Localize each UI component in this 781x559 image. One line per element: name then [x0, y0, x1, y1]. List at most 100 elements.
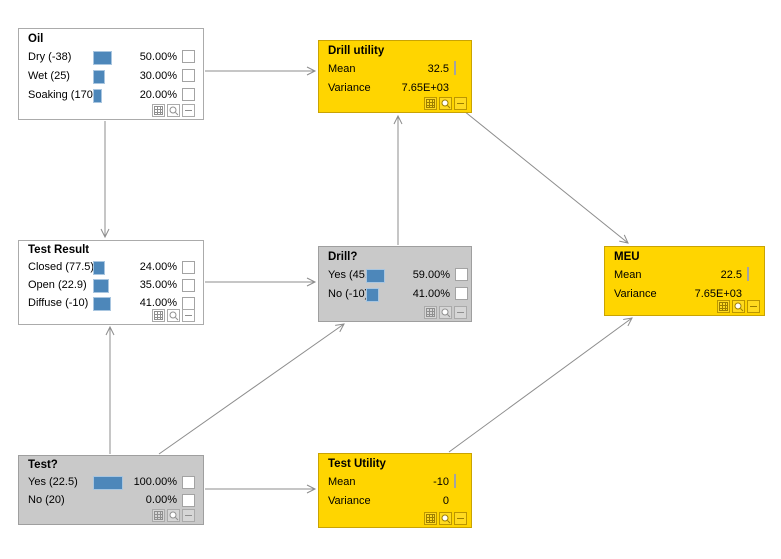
table-view-icon[interactable]	[152, 104, 165, 117]
edge-drill_utility-to-meu[interactable]	[463, 110, 629, 244]
probability-bar	[93, 475, 127, 490]
value-row: Mean 32.5	[319, 59, 471, 78]
evidence-checkbox[interactable]	[182, 475, 195, 489]
state-label: Dry (-38)	[28, 50, 72, 63]
evidence-checkbox[interactable]	[182, 493, 195, 507]
value-label: Mean	[328, 62, 356, 75]
node-icon-tray	[424, 97, 467, 110]
edge-test-to-drill[interactable]	[158, 323, 345, 455]
evidence-checkbox[interactable]	[182, 50, 195, 63]
node-test[interactable]: Test? Yes (22.5) 100.00% No (20) 0.00%	[18, 455, 204, 525]
table-view-icon[interactable]	[152, 309, 165, 322]
state-row: Yes (45.1) 59.00%	[319, 265, 471, 284]
table-view-icon[interactable]	[424, 306, 437, 319]
value-label: Variance	[328, 494, 371, 507]
node-title: Test Result	[28, 244, 90, 256]
evidence-checkbox[interactable]	[182, 296, 195, 310]
evidence-checkbox[interactable]	[455, 287, 468, 300]
zoom-icon[interactable]	[439, 97, 452, 110]
state-percent: 24.00%	[139, 261, 177, 273]
value-row: Mean 22.5	[605, 265, 764, 284]
zoom-icon[interactable]	[167, 509, 180, 522]
collapse-icon[interactable]	[454, 97, 467, 110]
node-test-result[interactable]: Test Result Closed (77.5) 24.00% Open (2…	[18, 240, 204, 325]
collapse-icon[interactable]	[454, 306, 467, 319]
state-label: No (-10)	[328, 287, 366, 300]
value-label: Mean	[328, 475, 356, 488]
state-label: Diffuse (-10)	[28, 297, 89, 309]
state-label: Open (22.9)	[28, 279, 87, 291]
node-title: Test Utility	[328, 458, 386, 470]
value-row: Mean -10	[319, 472, 471, 491]
probability-bar	[93, 296, 127, 311]
zoom-icon[interactable]	[167, 309, 180, 322]
state-percent: 50.00%	[139, 50, 177, 63]
probability-bar	[93, 50, 127, 65]
zoom-icon[interactable]	[439, 512, 452, 525]
node-test-utility[interactable]: Test Utility Mean -10 Variance 0	[318, 453, 472, 528]
value-number: 32.5	[427, 62, 449, 75]
probability-bar	[93, 69, 127, 84]
state-percent: 0.00%	[145, 494, 177, 506]
node-title: Oil	[28, 33, 44, 45]
table-view-icon[interactable]	[424, 97, 437, 110]
state-label: Closed (77.5)	[28, 261, 93, 273]
node-icon-tray	[717, 300, 760, 313]
state-row: Yes (22.5) 100.00%	[19, 473, 203, 491]
evidence-checkbox[interactable]	[182, 260, 195, 274]
collapse-icon[interactable]	[182, 309, 195, 322]
state-row: Soaking (170) 20.00%	[19, 85, 203, 104]
state-percent: 59.00%	[412, 268, 450, 281]
state-percent: 100.00%	[133, 476, 177, 488]
node-drill[interactable]: Drill? Yes (45.1) 59.00% No (-10) 41.00%	[318, 246, 472, 322]
table-view-icon[interactable]	[152, 509, 165, 522]
node-title: MEU	[614, 251, 640, 263]
state-percent: 30.00%	[139, 69, 177, 82]
evidence-checkbox[interactable]	[454, 61, 456, 75]
value-label: Variance	[614, 287, 657, 300]
collapse-icon[interactable]	[182, 509, 195, 522]
collapse-icon[interactable]	[182, 104, 195, 117]
value-label: Mean	[614, 268, 642, 281]
state-percent: 20.00%	[139, 88, 177, 101]
evidence-checkbox[interactable]	[182, 278, 195, 292]
node-icon-tray	[152, 509, 195, 522]
node-oil[interactable]: Oil Dry (-38) 50.00% Wet (25) 30.00% Soa…	[18, 28, 204, 120]
node-title: Drill utility	[328, 45, 385, 57]
probability-bar	[93, 88, 127, 103]
table-view-icon[interactable]	[424, 512, 437, 525]
state-row: Dry (-38) 50.00%	[19, 47, 203, 66]
node-title: Drill?	[328, 251, 358, 263]
state-label: Yes (22.5)	[28, 476, 78, 488]
evidence-checkbox[interactable]	[454, 474, 456, 488]
collapse-icon[interactable]	[747, 300, 760, 313]
evidence-checkbox[interactable]	[182, 69, 195, 82]
table-view-icon[interactable]	[717, 300, 730, 313]
evidence-checkbox[interactable]	[455, 268, 468, 281]
node-drill-utility[interactable]: Drill utility Mean 32.5 Variance 7.65E+0…	[318, 40, 472, 113]
collapse-icon[interactable]	[454, 512, 467, 525]
value-row: Variance 0	[319, 491, 471, 510]
value-number: 7.65E+03	[401, 81, 449, 94]
evidence-checkbox[interactable]	[747, 267, 749, 281]
node-meu[interactable]: MEU Mean 22.5 Variance 7.65E+03	[604, 246, 765, 316]
value-row: Variance 7.65E+03	[605, 284, 764, 303]
state-percent: 35.00%	[139, 279, 177, 291]
node-icon-tray	[152, 309, 195, 322]
state-row: Open (22.9) 35.00%	[19, 276, 203, 294]
probability-bar	[366, 287, 400, 302]
zoom-icon[interactable]	[167, 104, 180, 117]
zoom-icon[interactable]	[439, 306, 452, 319]
state-percent: 41.00%	[139, 297, 177, 309]
evidence-checkbox[interactable]	[182, 88, 195, 101]
value-number: -10	[433, 475, 449, 488]
state-percent: 41.00%	[412, 287, 450, 300]
edge-test_utility-to-meu[interactable]	[448, 317, 633, 453]
state-label: Soaking (170)	[28, 88, 93, 101]
value-number: 22.5	[720, 268, 742, 281]
value-row: Variance 7.65E+03	[319, 78, 471, 97]
node-title: Test?	[28, 459, 58, 471]
zoom-icon[interactable]	[732, 300, 745, 313]
